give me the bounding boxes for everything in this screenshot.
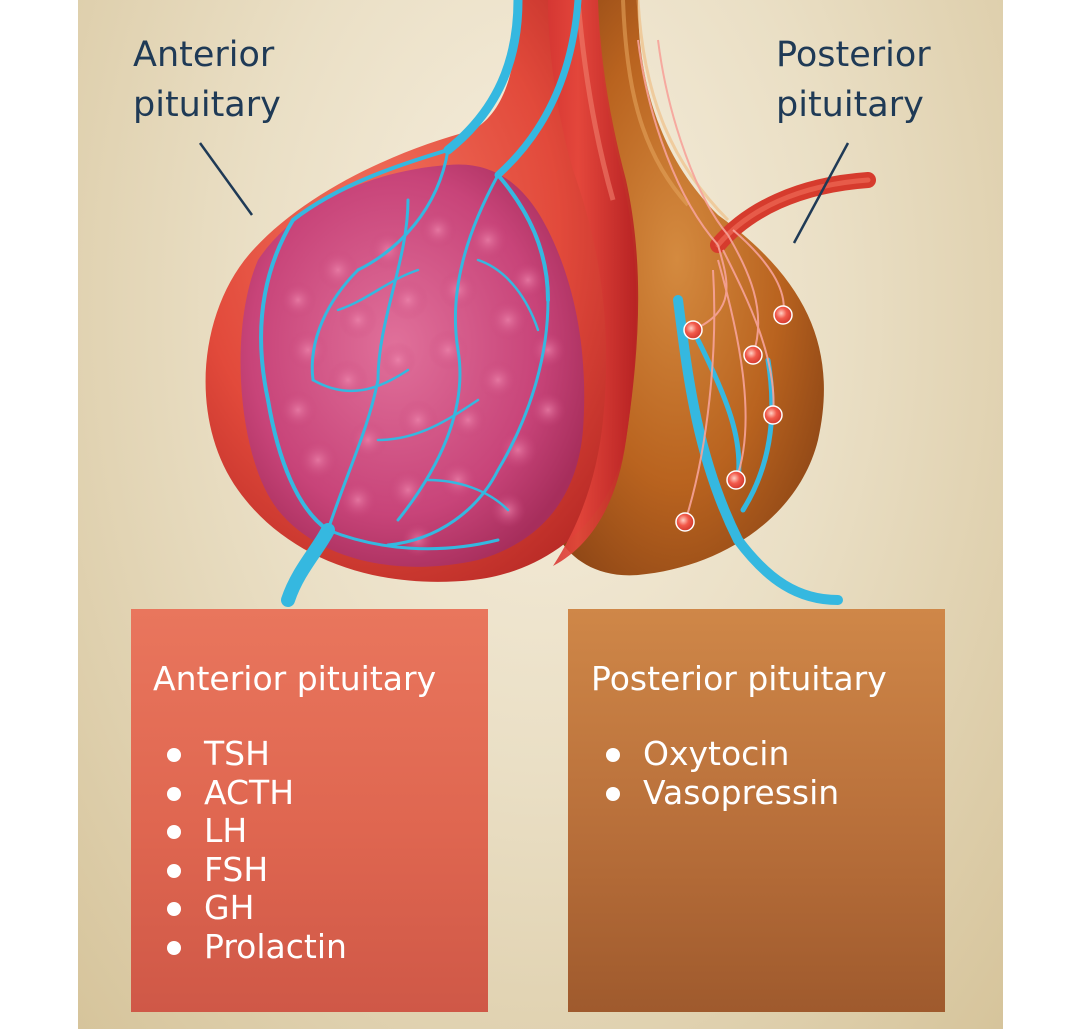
diagram-panel: Anterior pituitary Posterior pituitary A… — [78, 0, 1003, 1029]
posterior-artery — [710, 172, 876, 253]
hormone-item: LH — [167, 811, 347, 851]
hormone-item: Oxytocin — [606, 734, 839, 774]
nerve-terminals — [637, 39, 793, 532]
pituitary-illustration — [198, 0, 876, 607]
anterior-hormones-box: Anterior pituitary TSH ACTH LH FSH GH Pr… — [131, 609, 488, 1012]
posterior-hormone-list: Oxytocin Vasopressin — [606, 734, 839, 813]
anterior-hormone-list: TSH ACTH LH FSH GH Prolactin — [167, 734, 347, 967]
hormone-item: TSH — [167, 734, 347, 774]
portal-vessels — [259, 0, 843, 607]
hormone-item: GH — [167, 888, 347, 928]
posterior-hormones-box: Posterior pituitary Oxytocin Vasopressin — [568, 609, 945, 1012]
anterior-pituitary-label: Anterior pituitary — [133, 35, 281, 125]
hormone-item: Vasopressin — [606, 773, 839, 813]
posterior-pituitary-label: Posterior pituitary — [776, 35, 931, 125]
hormone-item: FSH — [167, 850, 347, 890]
hormone-item: ACTH — [167, 773, 347, 813]
posterior-box-title: Posterior pituitary — [591, 659, 887, 698]
anterior-box-title: Anterior pituitary — [153, 659, 437, 698]
hormone-item: Prolactin — [167, 927, 347, 967]
leader-lines — [198, 142, 850, 244]
